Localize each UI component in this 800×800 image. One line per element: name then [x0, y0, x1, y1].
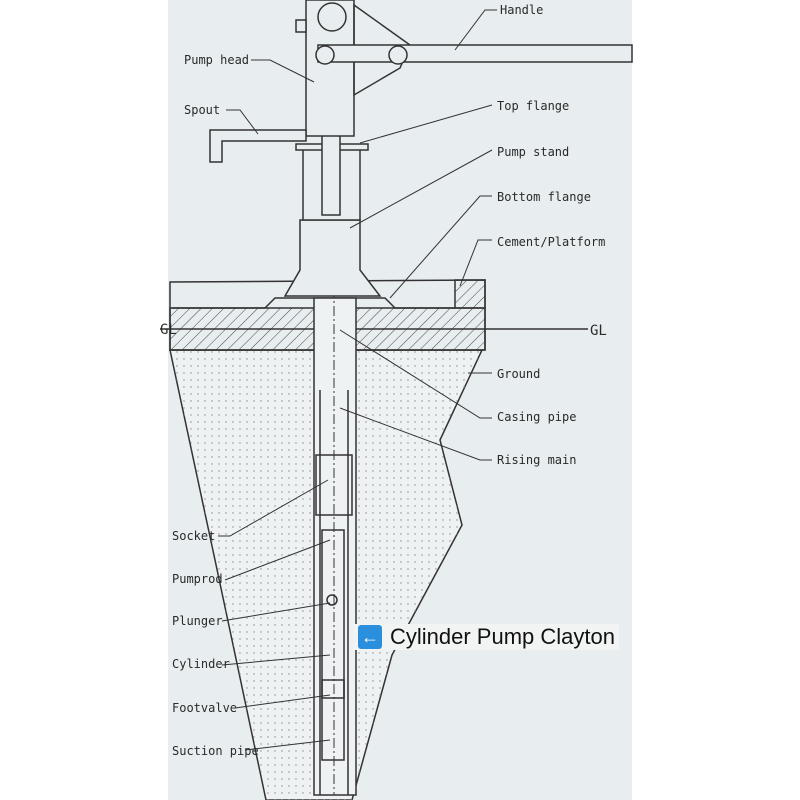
spout [209, 129, 307, 163]
label-bottom-flange: Bottom flange [497, 190, 591, 204]
caption: ← Cylinder Pump Clayton [354, 624, 619, 650]
label-spout: Spout [184, 103, 220, 117]
label-handle: Handle [500, 3, 543, 17]
caption-text: Cylinder Pump Clayton [390, 624, 615, 649]
label-rising-main: Rising main [497, 453, 576, 467]
label-plunger: Plunger [172, 614, 223, 628]
label-socket: Socket [172, 529, 215, 543]
left-arrow-icon: ← [358, 625, 382, 649]
casing-pipe [313, 0, 357, 796]
label-suction-pipe: Suction pipe [172, 744, 259, 758]
label-cement-platform: Cement/Platform [497, 235, 605, 249]
label-gl-left: GL [160, 322, 177, 338]
label-footvalve: Footvalve [172, 701, 237, 715]
label-top-flange: Top flange [497, 99, 569, 113]
label-pump-stand: Pump stand [497, 145, 569, 159]
label-pumprod: Pumprod [172, 572, 223, 586]
handle [315, 44, 633, 65]
label-ground: Ground [497, 367, 540, 381]
label-cylinder: Cylinder [172, 657, 230, 671]
pump-head [295, 0, 411, 137]
leader-lines [218, 9, 497, 751]
label-gl-right: GL [590, 323, 607, 339]
label-pump-head: Pump head [184, 53, 249, 67]
label-casing-pipe: Casing pipe [497, 410, 576, 424]
pump-stand [283, 134, 382, 297]
